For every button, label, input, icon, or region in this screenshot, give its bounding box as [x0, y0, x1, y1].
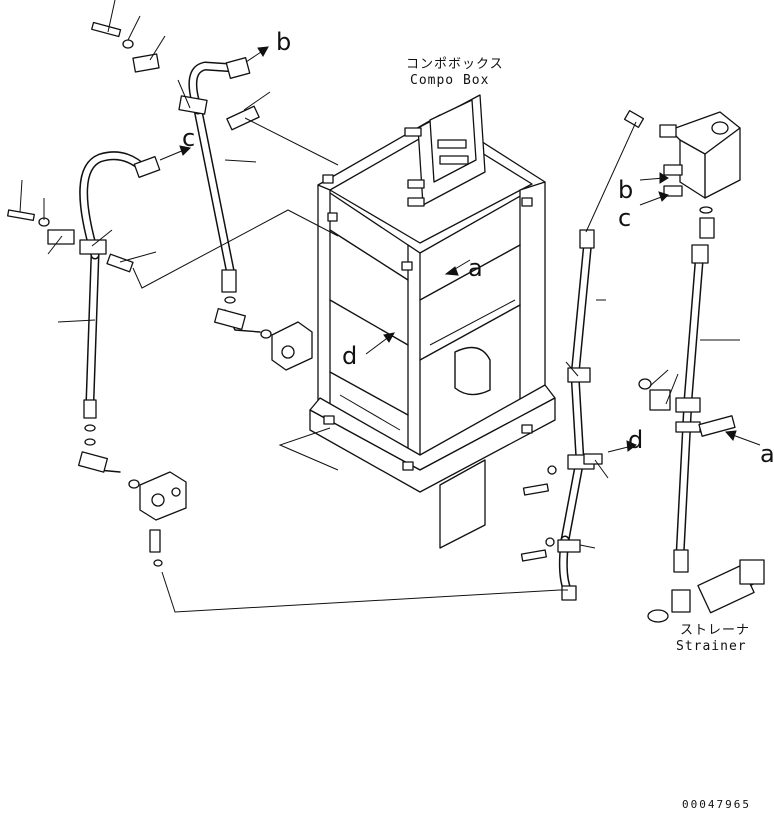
upper-center-hose	[91, 21, 313, 371]
callout-a-right: a	[760, 440, 774, 468]
right-valve-hose	[638, 111, 765, 623]
left-hose-assembly	[7, 151, 187, 567]
right-center-hose	[520, 110, 645, 601]
callout-b-top: b	[276, 28, 291, 56]
strainer-label-en: Strainer	[676, 639, 747, 654]
drawing-code: 00047965	[682, 798, 751, 811]
callout-a-frame: a	[468, 254, 483, 282]
part-captions: コンポボックス Compo Box ストレーナ Strainer 0004796…	[406, 57, 751, 811]
callout-c-right: c	[618, 204, 631, 232]
leader-lines	[19, 0, 740, 613]
callout-letters: b c a d b c d a	[182, 28, 774, 468]
compo-box-label-jp: コンポボックス	[406, 57, 504, 72]
callout-d-frame: d	[342, 342, 357, 370]
compo-box-label-en: Compo Box	[410, 73, 489, 88]
callout-c-top: c	[182, 124, 195, 152]
compo-box-frame	[309, 94, 556, 549]
callout-b-right: b	[618, 176, 633, 204]
direction-arrows	[159, 46, 761, 453]
strainer-label-jp: ストレーナ	[680, 623, 750, 638]
callout-d-right: d	[628, 426, 643, 454]
